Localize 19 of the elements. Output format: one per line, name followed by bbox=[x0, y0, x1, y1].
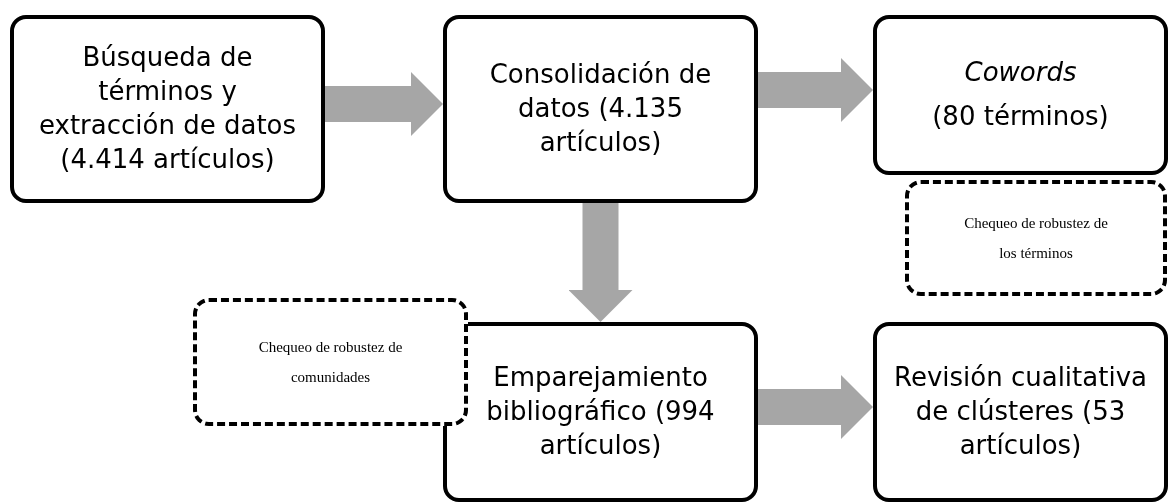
block-arrow bbox=[758, 58, 873, 122]
node-text: Búsqueda de términos y extracción de datos (4.414 artículos) bbox=[37, 41, 298, 176]
block-arrow bbox=[758, 375, 873, 439]
process-box bbox=[10, 15, 325, 203]
node-text: Consolidación de datos (4.135 artículos) bbox=[488, 58, 713, 159]
block-arrow bbox=[568, 203, 633, 322]
note-box bbox=[905, 180, 1167, 296]
note-box bbox=[193, 298, 468, 426]
node-text: Chequeo de robustez de comunidades bbox=[257, 338, 404, 387]
node-text: Chequeo de robustez de los términos bbox=[963, 214, 1109, 263]
process-box bbox=[873, 322, 1168, 502]
process-box bbox=[443, 322, 758, 502]
process-box bbox=[443, 15, 758, 203]
block-arrow bbox=[325, 72, 443, 136]
process-box bbox=[873, 15, 1168, 175]
node-text: Cowords bbox=[964, 56, 1077, 90]
node-text: Revisión cualitativa de clústeres (53 artículos) bbox=[893, 361, 1148, 462]
node-text: (80 términos) bbox=[932, 100, 1109, 133]
node-text: Emparejamiento bibliográfico (994 artículos) bbox=[485, 361, 716, 462]
